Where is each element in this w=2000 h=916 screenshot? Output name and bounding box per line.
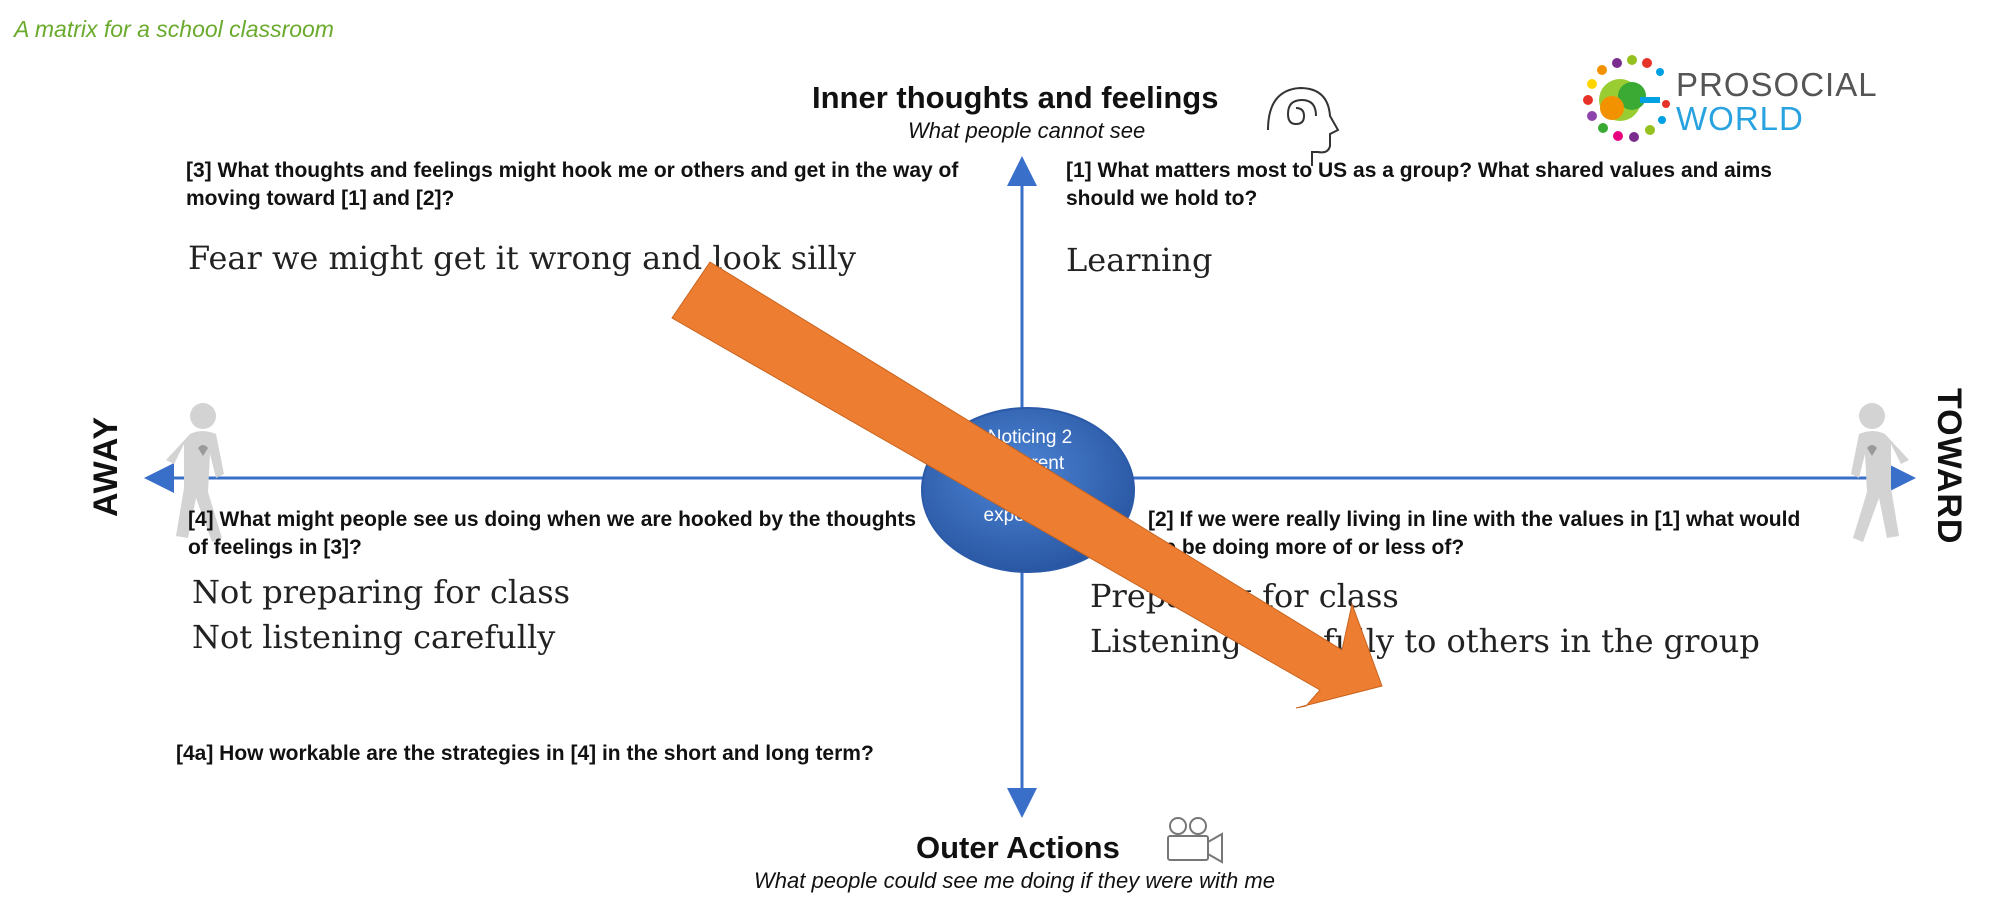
hub-line-4: experience: [983, 505, 1077, 526]
hub-line-3: kinds of: [997, 479, 1063, 500]
logo-line2: WORLD: [1676, 100, 1804, 137]
bottom-axis-subtitle: What people could see me doing if they w…: [754, 868, 1275, 893]
answer-2-2: Listening carefully to others in the gro…: [1090, 622, 1760, 660]
answers-1: Learning: [1066, 238, 1213, 283]
question-3: [3] What thoughts and feelings might hoo…: [186, 159, 959, 210]
hub-line-1: Noticing 2: [987, 427, 1073, 448]
answers-3: Fear we might get it wrong and look sill…: [188, 236, 1008, 281]
top-axis-title: Inner thoughts and feelings: [812, 80, 1219, 115]
head-spiral-icon: [1267, 86, 1340, 166]
answers-4: Not preparing for class Not listening ca…: [192, 570, 570, 660]
logo: PROSOCIAL WORLD: [1676, 68, 1878, 136]
prosocial-logo-icon: [1583, 55, 1670, 142]
answer-1-1: Learning: [1066, 241, 1213, 279]
logo-line1: PROSOCIAL: [1676, 66, 1878, 103]
answers-2: Preparing for class Listening carefully …: [1090, 574, 1760, 664]
diagram-caption: A matrix for a school classroom: [14, 16, 334, 42]
bottom-axis-title: Outer Actions: [916, 830, 1120, 865]
answer-4-1: Not preparing for class: [192, 573, 571, 611]
answer-2-1: Preparing for class: [1090, 577, 1399, 615]
question-2: [2] If we were really living in line wit…: [1148, 508, 1801, 559]
hub-line-2: different: [995, 453, 1065, 474]
walking-figure-toward-icon: [1851, 403, 1909, 542]
walking-figure-away-icon: [166, 403, 224, 542]
question-4: [4] What might people see us doing when …: [188, 508, 917, 559]
hub-text: Noticing 2 different kinds of experience: [925, 425, 1135, 575]
top-axis-subtitle: What people cannot see: [908, 118, 1146, 143]
question-1: [1] What matters most to US as a group? …: [1066, 159, 1772, 210]
question-4a: [4a] How workable are the strategies in …: [176, 742, 874, 765]
video-camera-icon: [1167, 817, 1223, 864]
answer-3-1: Fear we might get it wrong and look sill…: [188, 239, 856, 277]
answer-4-2: Not listening carefully: [192, 618, 556, 656]
